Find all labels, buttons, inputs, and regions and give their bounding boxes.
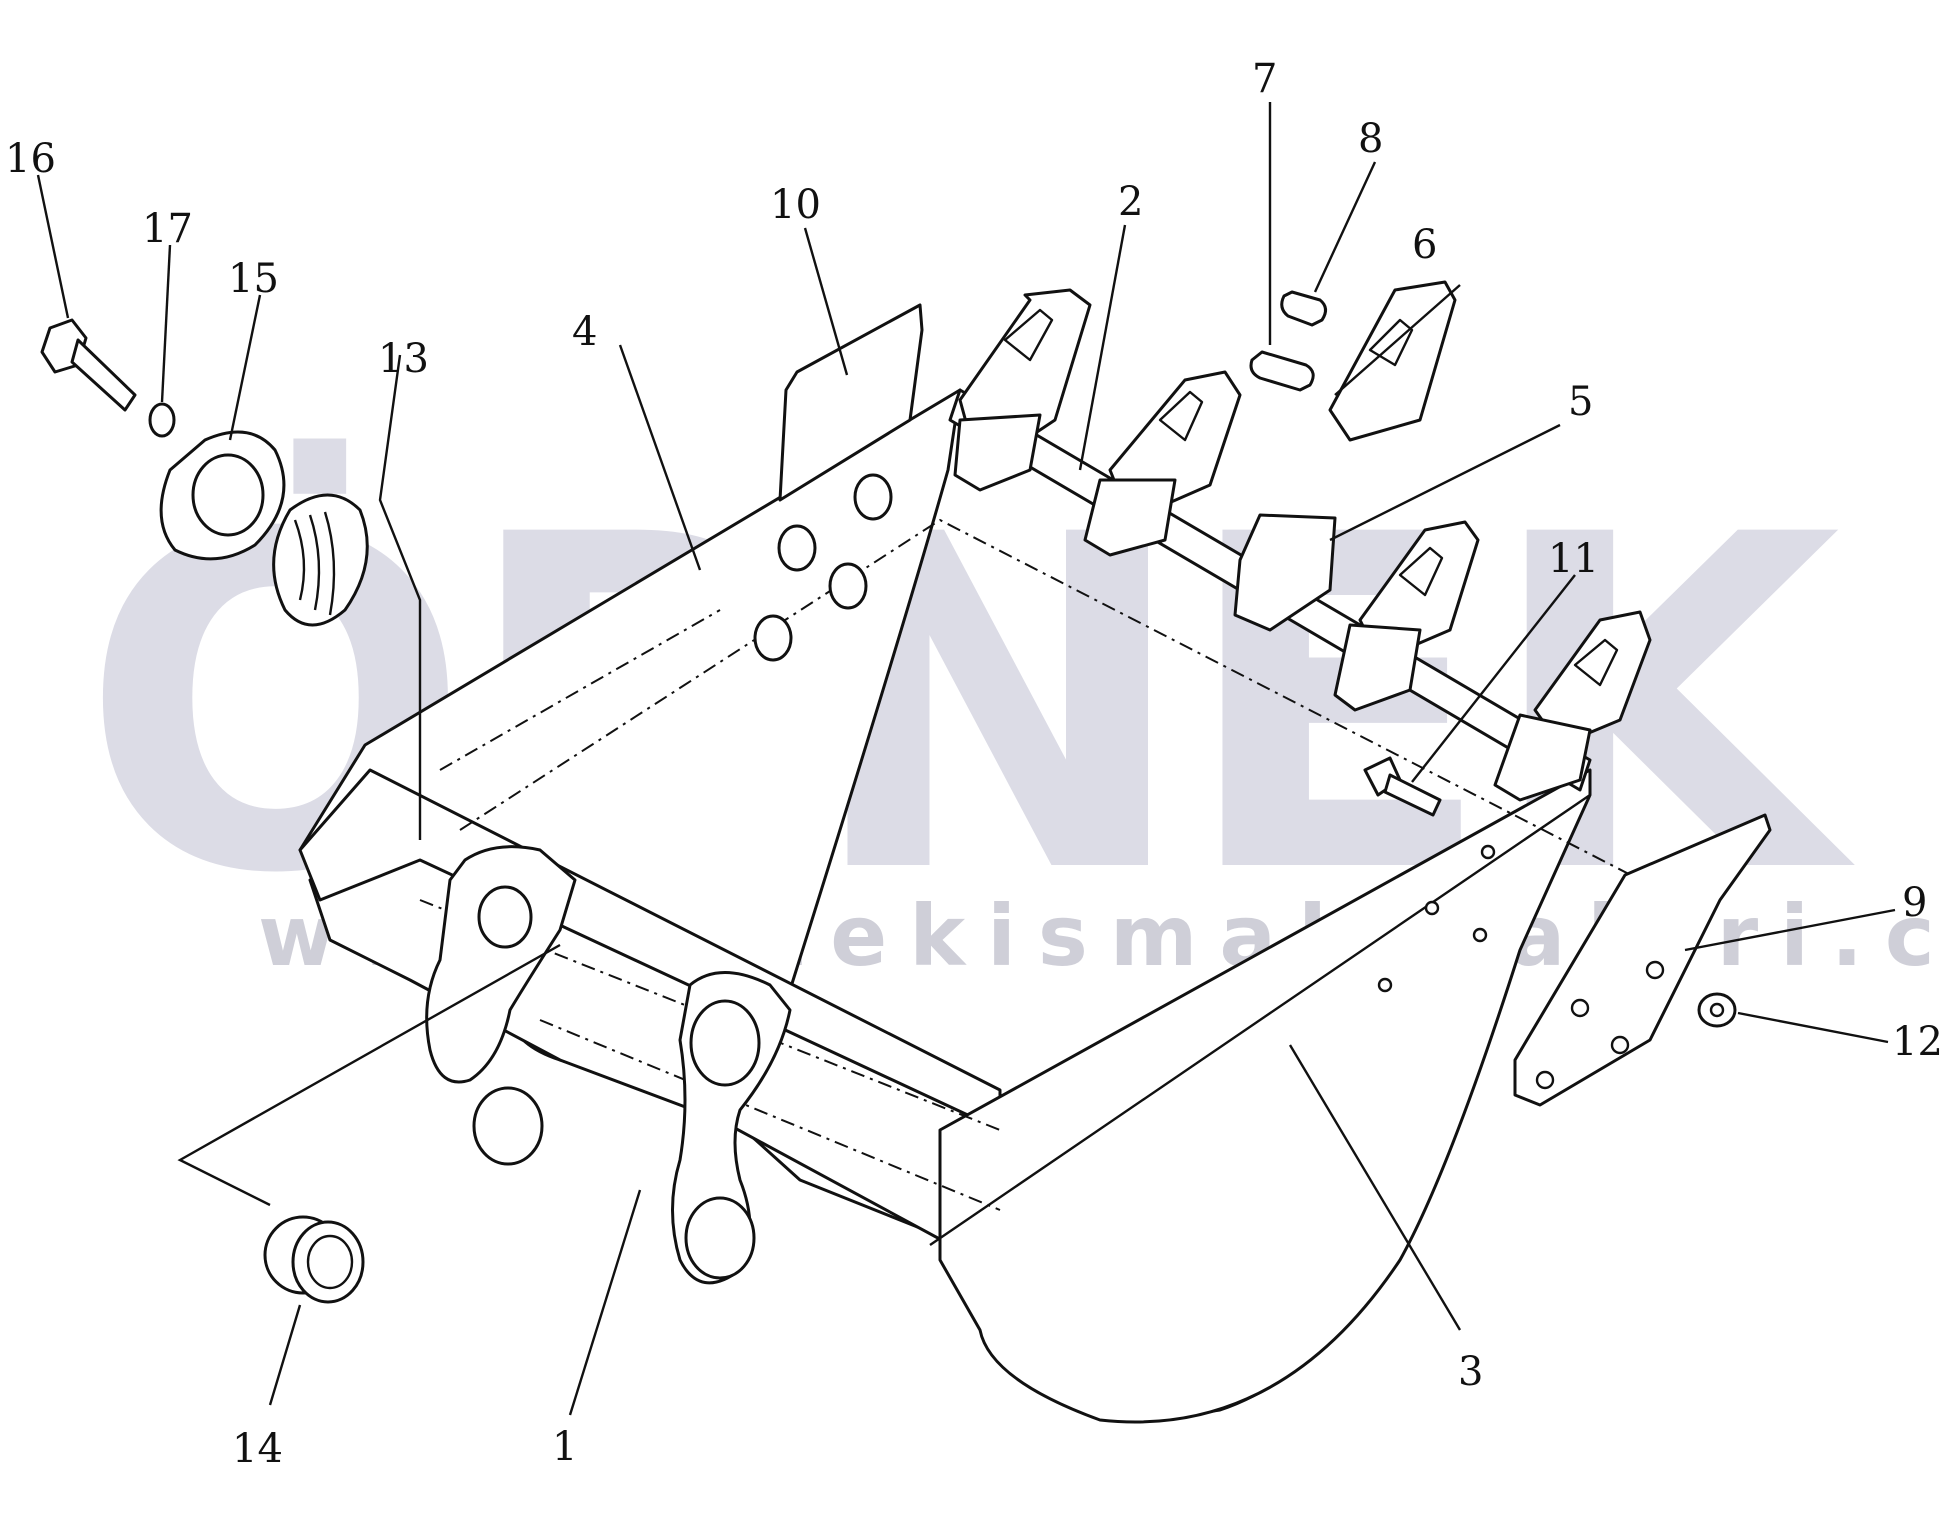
callout-14: 14: [232, 1426, 283, 1472]
leader-2: [1078, 224, 1127, 471]
tooth-4: [1333, 520, 1480, 712]
side-cutter-hole-3: [1610, 1035, 1630, 1055]
rear-lug-left: [425, 845, 577, 1084]
leader-1: [568, 1189, 642, 1416]
callout-7: 7: [1252, 56, 1277, 102]
washer-17: [148, 402, 176, 438]
side-cutter-hole-1: [1645, 960, 1665, 980]
right-side-plate: [938, 768, 1592, 1424]
leader-9: [1684, 908, 1896, 952]
side-cutter-hole-4: [1535, 1070, 1555, 1090]
ring-15: [159, 430, 286, 561]
boss-4: [753, 614, 793, 662]
leader-4: [618, 344, 702, 571]
centerline-3: [439, 609, 721, 771]
tooth-3: [1233, 280, 1457, 632]
callout-15: 15: [228, 256, 279, 302]
leader-16: [36, 174, 70, 319]
wear-strip: [778, 303, 924, 502]
callout-13: 13: [378, 336, 429, 382]
pin-7: [1249, 350, 1315, 392]
callout-9: 9: [1902, 880, 1927, 926]
boss-1: [853, 473, 893, 521]
leader-3: [1288, 1044, 1462, 1331]
bolt-16: [40, 318, 137, 412]
bolt-11: [1363, 756, 1442, 817]
leader-14: [177, 943, 561, 1406]
leader-17: [160, 244, 172, 403]
front-lug-bore-top: [689, 999, 761, 1087]
callout-11: 11: [1548, 536, 1599, 582]
callout-labels: 1 2 3 4 5 6 7 8 9 10 11 12 13 14 15 16 1…: [5, 56, 1943, 1472]
callout-17: 17: [142, 206, 193, 252]
rear-lug-left-bore-top: [477, 885, 533, 949]
leader-10: [803, 227, 849, 376]
side-cutter-plate: [1513, 813, 1772, 1107]
leader-13: [378, 354, 422, 840]
teeth-group: [953, 280, 1652, 802]
callout-12: 12: [1892, 1019, 1943, 1065]
callout-6: 6: [1412, 222, 1437, 268]
lock-8: [1280, 290, 1327, 327]
leader-15: [228, 294, 262, 441]
centerline-1: [459, 518, 1661, 891]
plate-hole-1: [1480, 844, 1496, 860]
tooth-1: [953, 288, 1092, 492]
callout-10: 10: [770, 182, 821, 228]
side-cutter-hole-2: [1570, 998, 1590, 1018]
boss-3: [828, 562, 868, 610]
callout-8: 8: [1358, 116, 1383, 162]
leader-5: [1329, 423, 1561, 542]
leader-8: [1313, 161, 1377, 293]
bucket-body: [298, 303, 1661, 1424]
callout-3: 3: [1458, 1349, 1483, 1395]
front-lug-bore-bottom: [684, 1196, 756, 1280]
leader-11: [1411, 574, 1576, 783]
tooth-2: [1083, 370, 1242, 557]
leader-12: [1737, 1011, 1889, 1044]
rear-lug-left-bore-bottom: [472, 1086, 544, 1166]
tooth-part-6: [1328, 280, 1457, 442]
plate-hole-4: [1377, 977, 1393, 993]
small-hardware: [1249, 290, 1737, 1028]
leader-6: [1334, 284, 1461, 396]
callout-5: 5: [1568, 379, 1593, 425]
right-side-plate-edge: [929, 794, 1591, 1246]
plate-hole-3: [1472, 927, 1488, 943]
nut-12: [1697, 992, 1737, 1028]
leader-lines: [36, 102, 1896, 1416]
callout-4: 4: [572, 309, 597, 355]
tooth-5: [1493, 610, 1652, 802]
callout-2: 2: [1118, 179, 1143, 225]
centerline-4: [539, 1019, 1001, 1211]
plug-14: [263, 1215, 365, 1304]
adapter-part-5: [1233, 513, 1337, 632]
boss-assembly: [40, 318, 369, 1304]
callout-1: 1: [552, 1424, 577, 1470]
plate-hole-2: [1424, 900, 1440, 916]
boss-2: [777, 524, 817, 572]
shim-13: [272, 493, 369, 627]
callout-16: 16: [5, 136, 56, 182]
